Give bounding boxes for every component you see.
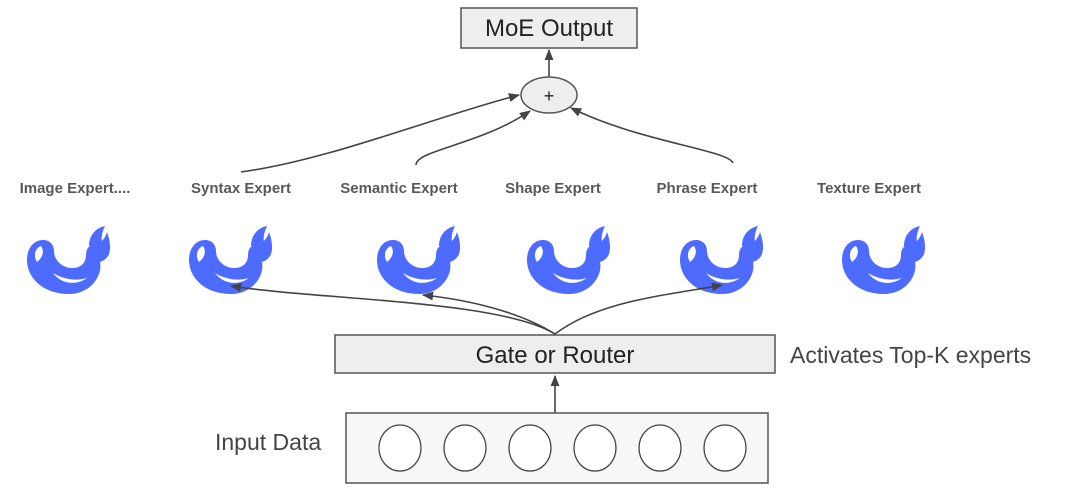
arrow-phrase-to-sum: [569, 107, 734, 164]
whale-icon: [189, 226, 273, 294]
whale-icon: [842, 226, 926, 294]
arrow-router-to-phrase: [554, 282, 724, 335]
expert-label-shape: Shape Expert: [505, 180, 601, 197]
sum-symbol: +: [544, 86, 555, 106]
input-token: [573, 424, 617, 472]
input-token: [508, 424, 552, 472]
moe-output-box: MoE Output: [460, 7, 638, 49]
expert-label-syntax: Syntax Expert: [191, 180, 291, 197]
expert-label-phrase: Phrase Expert: [657, 180, 758, 197]
whale-icon: [377, 226, 461, 294]
router-note: Activates Top-K experts: [790, 342, 1031, 368]
router-label: Gate or Router: [476, 342, 635, 369]
arrow-semantic-to-sum: [415, 110, 531, 166]
arrow-router-to-syntax: [229, 283, 556, 335]
input-token: [378, 424, 422, 472]
input-token: [638, 424, 682, 472]
expert-label-image: Image Expert....: [20, 180, 131, 197]
whale-icon: [27, 226, 111, 294]
router-box: Gate or Router: [334, 334, 776, 374]
input-token: [443, 424, 487, 472]
expert-label-semantic: Semantic Expert: [340, 180, 458, 197]
input-token: [703, 424, 747, 472]
sum-node: +: [520, 76, 578, 114]
whale-icon: [680, 226, 764, 294]
input-box: [345, 412, 769, 484]
arrow-router-to-semantic: [421, 291, 556, 335]
expert-label-texture: Texture Expert: [817, 180, 921, 197]
moe-output-label: MoE Output: [485, 15, 613, 42]
input-label: Input Data: [215, 429, 321, 455]
arrow-syntax-to-sum: [240, 93, 521, 173]
whale-icon: [527, 226, 611, 294]
